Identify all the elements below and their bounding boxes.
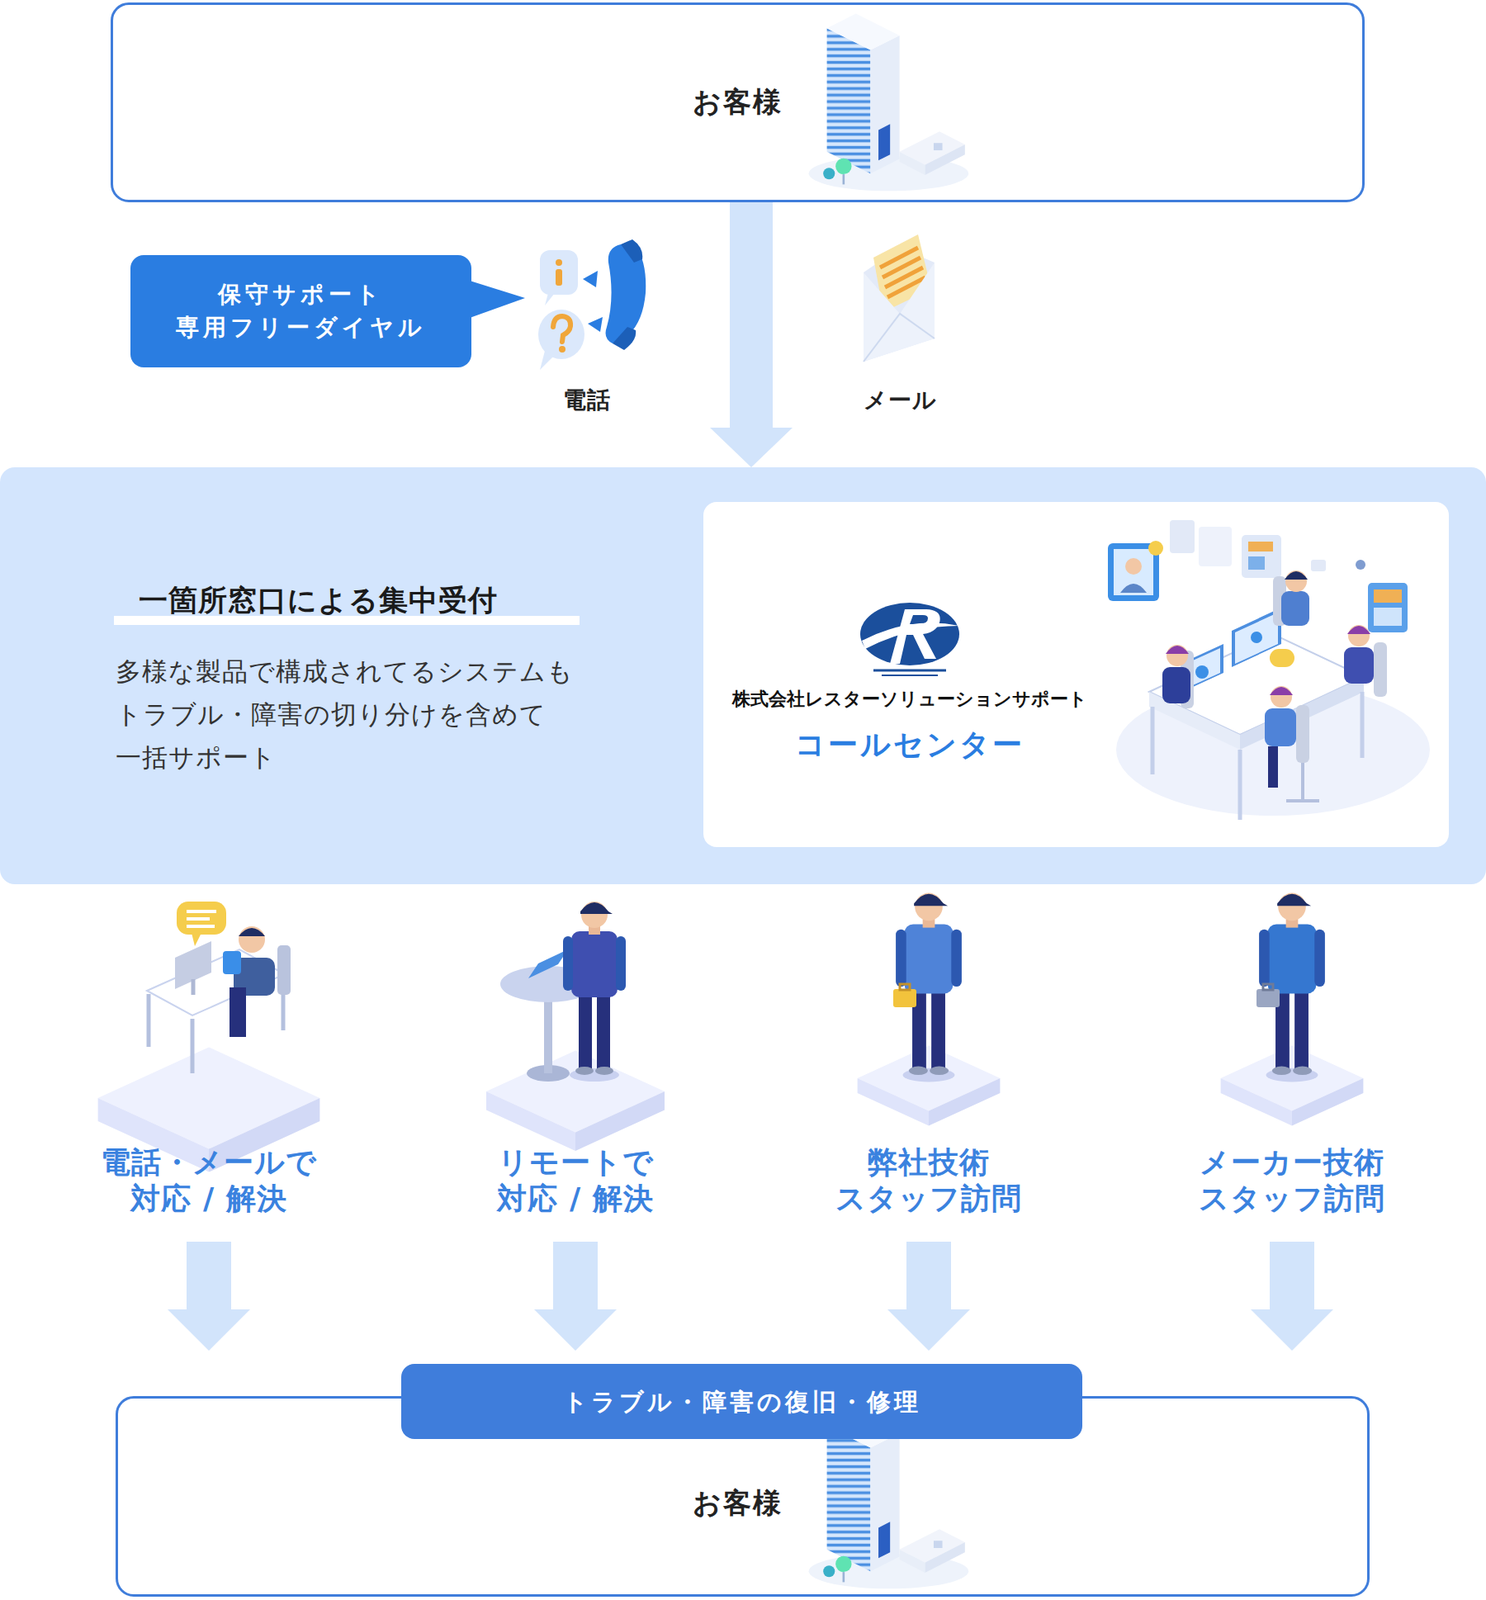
method-label: リモートで 対応 / 解決 xyxy=(493,1144,658,1217)
band-body: 多様な製品で構成されてるシステムも トラブル・障害の切り分けを含めて 一括サポー… xyxy=(115,649,581,779)
customer-label: お客様 xyxy=(692,1484,783,1521)
result-bar: トラブル・障害の復旧・修理 xyxy=(401,1363,1083,1439)
call-center-art xyxy=(703,501,1449,848)
company-name: 株式会社レスターソリューションサポート xyxy=(732,686,1088,711)
callout-box: 保守サポート 専用フリーダイヤル xyxy=(130,255,472,368)
call-center-label: コールセンター xyxy=(795,724,1025,764)
channel-label: メール xyxy=(863,385,938,416)
customer-box: お客様 xyxy=(110,2,1365,203)
method-label: 弊社技術 スタッフ訪問 xyxy=(832,1144,1026,1217)
result-text: トラブル・障害の復旧・修理 xyxy=(563,1386,922,1418)
method-label: 電話・メールで 対応 / 解決 xyxy=(97,1144,321,1217)
customer-label: お客様 xyxy=(692,83,783,120)
callout-text: 保守サポート 専用フリーダイヤル xyxy=(172,278,430,345)
band-heading: 一箇所窓口による集中受付 xyxy=(138,582,498,618)
method-label: メーカー技術 スタッフ訪問 xyxy=(1195,1144,1389,1217)
channel-label: 電話 xyxy=(563,385,611,416)
call-center-box: 株式会社レスターソリューションサポートコールセンター xyxy=(703,501,1449,848)
reception-band: 一箇所窓口による集中受付多様な製品で構成されてるシステムも トラブル・障害の切り… xyxy=(0,467,1486,885)
flow-arrow xyxy=(709,202,793,468)
